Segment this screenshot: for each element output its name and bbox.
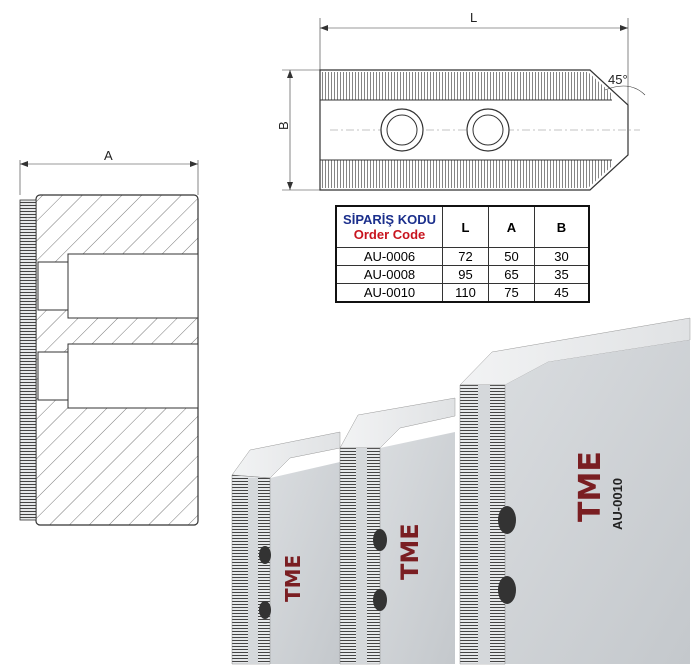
- model-label: AU-0010: [610, 478, 625, 530]
- brand-logo-large: TME: [573, 451, 608, 522]
- cell-a: 65: [488, 265, 535, 284]
- cell-l: 72: [442, 247, 489, 266]
- jaw-medium: TME: [339, 397, 456, 665]
- cell-b: 35: [534, 265, 590, 284]
- table-row: AU-0008 95 65 35: [335, 265, 590, 284]
- dimension-label-l: L: [470, 10, 477, 25]
- header-code-tr: SİPARİŞ KODU: [343, 212, 436, 227]
- header-b: B: [534, 205, 590, 248]
- cell-code: AU-0006: [335, 247, 443, 266]
- jaw-large: TME AU-0010: [459, 317, 691, 665]
- cell-l: 95: [442, 265, 489, 284]
- side-section-view: A: [19, 148, 199, 526]
- header-a: A: [488, 205, 535, 248]
- angle-label: 45°: [608, 72, 628, 87]
- cell-b: 45: [534, 283, 590, 303]
- top-view: L B 45°: [276, 10, 646, 191]
- table-header-row: SİPARİŞ KODU Order Code L A B: [335, 205, 590, 248]
- dimension-label-a: A: [104, 148, 113, 163]
- jaw-small: TME: [231, 431, 341, 665]
- header-code-en: Order Code: [353, 227, 426, 242]
- cell-b: 30: [534, 247, 590, 266]
- cell-a: 75: [488, 283, 535, 303]
- dimension-label-b: B: [276, 121, 291, 130]
- brand-logo-small: TME: [281, 555, 305, 602]
- cell-code: AU-0008: [335, 265, 443, 284]
- cell-a: 50: [488, 247, 535, 266]
- table-row: AU-0010 110 75 45: [335, 283, 590, 303]
- cell-l: 110: [442, 283, 489, 303]
- brand-logo-medium: TME: [396, 523, 424, 580]
- order-code-table: SİPARİŞ KODU Order Code L A B AU-0006 72…: [335, 205, 590, 303]
- cell-code: AU-0010: [335, 283, 443, 303]
- table-row: AU-0006 72 50 30: [335, 247, 590, 266]
- header-l: L: [442, 205, 489, 248]
